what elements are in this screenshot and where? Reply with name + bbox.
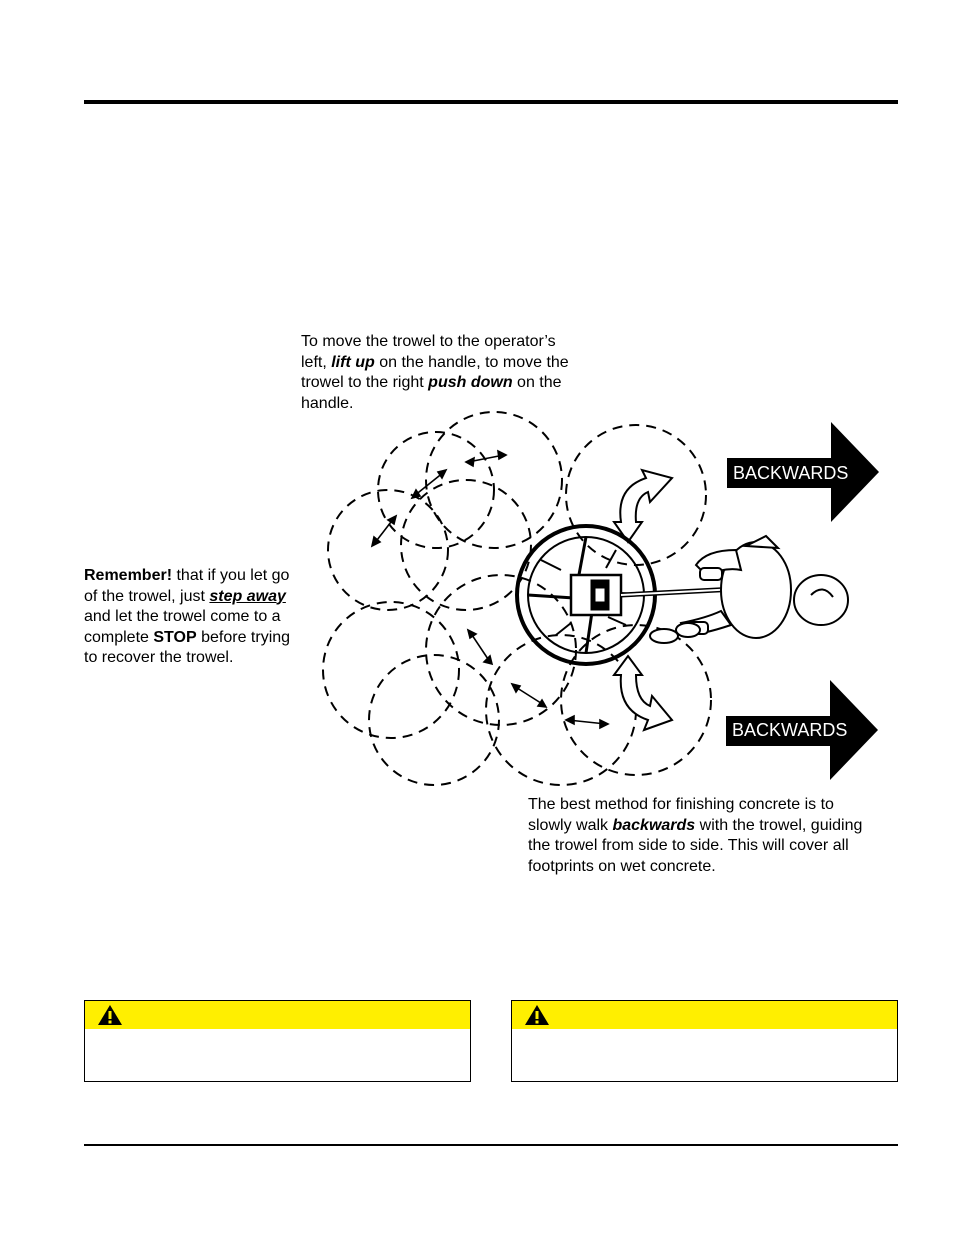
caption-left-line-5: to recover the trowel. xyxy=(84,649,234,666)
coverage-circle xyxy=(560,624,712,776)
backwards-emphasis: backwards xyxy=(612,816,696,834)
caption-text: on the handle, to move the xyxy=(374,353,569,371)
remember-emphasis: Remember! xyxy=(84,567,173,584)
caption-top-line-2: left, lift up on the handle, to move the xyxy=(301,353,601,374)
swing-arrow xyxy=(413,471,445,497)
coverage-circle xyxy=(368,654,500,786)
push-down-emphasis: push down xyxy=(428,374,513,391)
power-trowel xyxy=(515,524,757,666)
coverage-circle xyxy=(400,479,532,611)
caption-bottom-line-4: footprints on wet concrete. xyxy=(528,857,716,875)
caption-text: complete xyxy=(84,628,154,646)
caption-text: with the trowel, guiding xyxy=(695,816,863,834)
caption-top-line-1: To move the trowel to the operator’s xyxy=(301,333,556,350)
header-rule xyxy=(84,100,898,104)
curved-double-arrow xyxy=(612,468,674,544)
caption-text: slowly walk xyxy=(528,816,613,834)
warning-header xyxy=(85,1001,470,1029)
caption-text: on the xyxy=(512,374,562,391)
caption-left-line-4: complete STOP before trying xyxy=(84,628,316,649)
caption-left-line-2: of the trowel, just step away xyxy=(84,587,316,608)
caption-text: before trying xyxy=(196,628,291,646)
swing-arrow xyxy=(513,685,545,706)
coverage-circle xyxy=(425,574,577,726)
coverage-circle xyxy=(377,431,495,549)
coverage-circle xyxy=(425,411,563,549)
caption-text: trowel to the right xyxy=(301,374,429,391)
warning-header xyxy=(512,1001,897,1029)
backwards-label-bottom: BACKWARDS xyxy=(726,716,854,745)
step-away-emphasis: step away xyxy=(209,587,286,605)
caption-left-line-3: and let the trowel come to a xyxy=(84,608,281,625)
curved-double-arrow xyxy=(612,654,674,732)
caption-bottom-line-2: slowly walk backwards with the trowel, g… xyxy=(528,816,908,837)
lift-up-emphasis: lift up xyxy=(331,353,375,371)
caption-bottom: The best method for finishing concrete i… xyxy=(528,795,908,877)
operator-figure xyxy=(649,534,849,644)
warning-box-left xyxy=(84,1000,471,1082)
caption-text: of the trowel, just xyxy=(84,587,210,605)
caption-top-line-4: handle. xyxy=(301,394,354,412)
coverage-circle xyxy=(322,601,460,739)
warning-triangle-icon xyxy=(98,1005,122,1025)
coverage-circle xyxy=(327,489,449,611)
caption-left: Remember! that if you let go of the trow… xyxy=(84,566,316,669)
caption-left-line-1: Remember! that if you let go xyxy=(84,566,316,587)
caption-top-line-3: trowel to the right push down on the xyxy=(301,373,601,394)
caption-top: To move the trowel to the operator’s lef… xyxy=(301,332,601,414)
warning-box-right xyxy=(511,1000,898,1082)
trowel-movement-diagram xyxy=(322,411,849,786)
footer-rule xyxy=(84,1144,898,1146)
caption-bottom-line-1: The best method for finishing concrete i… xyxy=(528,796,834,813)
swing-arrow xyxy=(469,631,491,663)
warning-triangle-icon xyxy=(525,1005,549,1025)
caption-text: left, xyxy=(301,353,332,371)
stop-emphasis: STOP xyxy=(153,628,197,646)
backwards-label-top: BACKWARDS xyxy=(727,459,855,488)
caption-text: that if you let go xyxy=(172,567,290,584)
caption-bottom-line-3: the trowel from side to side. This will … xyxy=(528,837,849,854)
